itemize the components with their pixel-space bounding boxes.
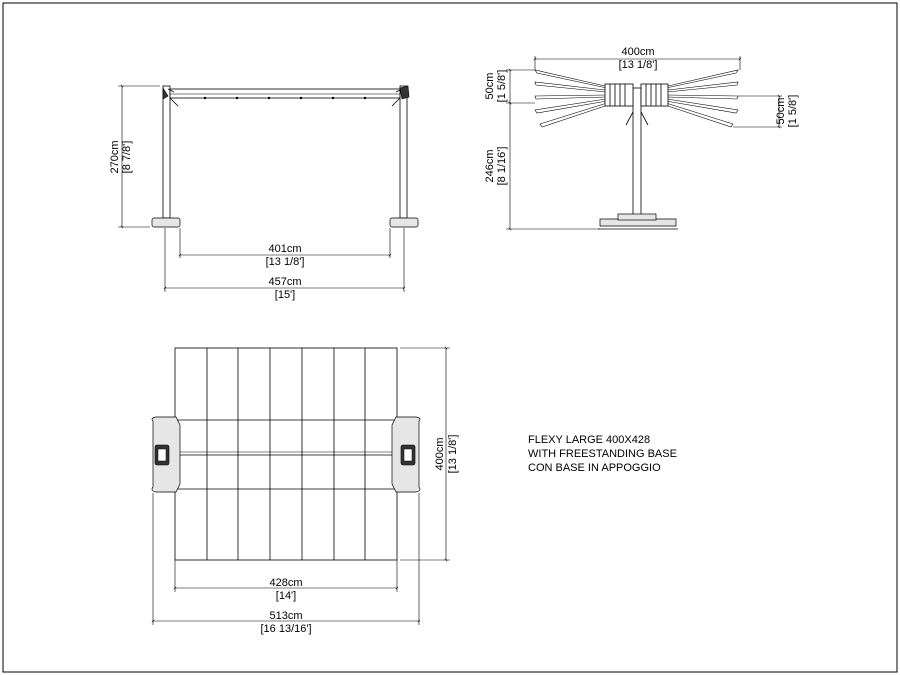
front-outer-width-in: [15'] xyxy=(275,289,295,301)
louver-fan xyxy=(534,69,739,128)
front-top-beam xyxy=(169,88,401,99)
plan-overall-width-cm: 513cm xyxy=(269,610,302,622)
plan-canopy xyxy=(174,347,398,561)
side-view: 400cm [13 1/8'] 50cm [1 5/8'] 246cm [8 1… xyxy=(484,46,799,231)
front-inner-width-in: [13 1/8'] xyxy=(266,256,305,268)
side-width-in: [13 1/8'] xyxy=(619,59,658,71)
side-tilt-down-cm: 50cm xyxy=(775,98,787,125)
title-block: FLEXY LARGE 400X428 WITH FREESTANDING BA… xyxy=(528,434,677,474)
beam-rivets xyxy=(203,96,367,100)
side-tilt-up-in: [1 5/8'] xyxy=(496,70,508,103)
side-post-height-in: [8 1/16'] xyxy=(496,147,508,186)
side-tilt-down-in: [1 5/8'] xyxy=(787,95,799,128)
front-height-in: [8 7/8'] xyxy=(121,141,133,174)
plan-canopy-width-in: [14'] xyxy=(276,590,296,602)
side-width-cm: 400cm xyxy=(621,46,654,58)
side-post xyxy=(632,87,642,221)
title-line-2: WITH FREESTANDING BASE xyxy=(528,448,677,460)
plan-canopy-width-cm: 428cm xyxy=(269,577,302,589)
plan-depth-in: [13 1/8'] xyxy=(447,435,459,474)
front-inner-width-cm: 401cm xyxy=(268,243,301,255)
front-left-base xyxy=(151,217,181,228)
front-view: 270cm [8 7/8'] 401cm [13 1/8'] 457cm [15… xyxy=(109,84,419,301)
side-tilt-up-cm: 50cm xyxy=(484,73,496,100)
front-height-cm: 270cm xyxy=(109,140,121,173)
plan-louvers xyxy=(160,348,412,560)
front-left-post xyxy=(162,85,171,219)
plan-depth-cm: 400cm xyxy=(434,437,446,470)
plan-overall-width-in: [16 13/16'] xyxy=(260,623,311,635)
front-right-base xyxy=(389,217,419,228)
title-line-1: FLEXY LARGE 400X428 xyxy=(528,434,650,446)
plan-view: 400cm [13 1/8'] 428cm [14'] 513cm [16 13… xyxy=(151,346,459,635)
front-outer-width-cm: 457cm xyxy=(268,276,301,288)
front-right-post xyxy=(399,85,408,219)
side-post-height-cm: 246cm xyxy=(484,149,496,182)
title-line-3: CON BASE IN APPOGGIO xyxy=(528,462,661,474)
